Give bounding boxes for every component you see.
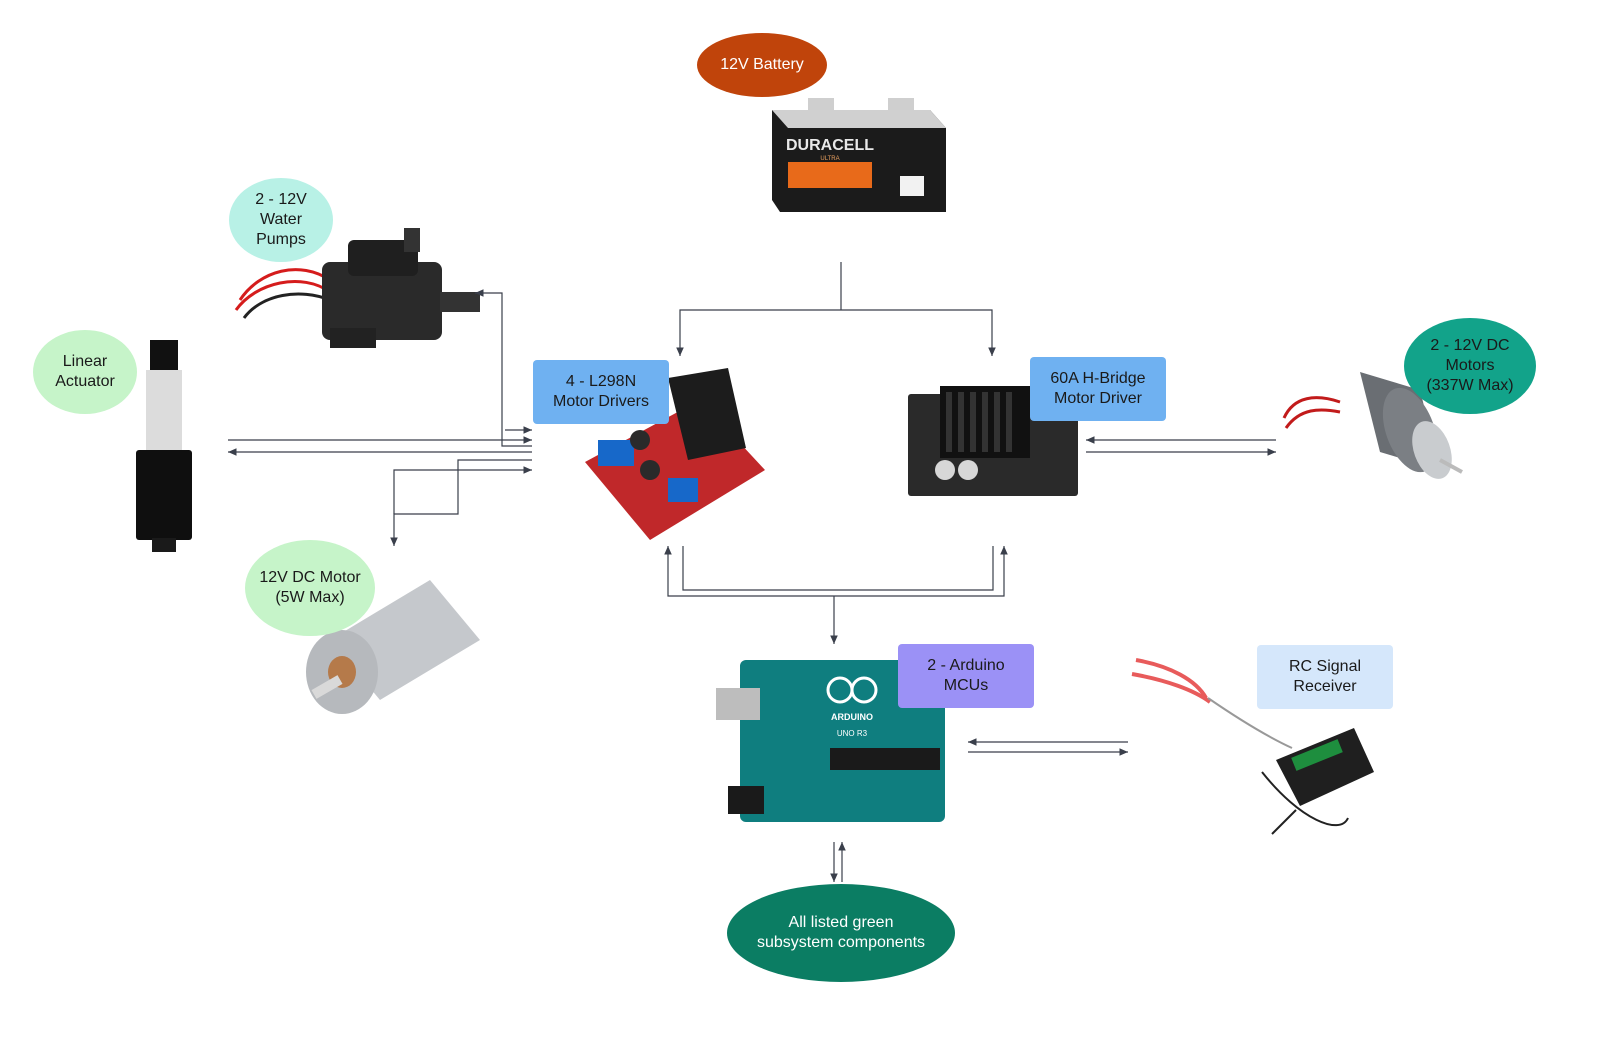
- water-pump-image: [234, 228, 480, 348]
- linear-actuator-label-text: Linear Actuator: [55, 353, 115, 390]
- edge-hbridge-feedback: [834, 546, 994, 591]
- large-dc-motor-image: [1282, 372, 1463, 479]
- edge-l298n-to-small-motor: [390, 459, 532, 546]
- arduino-board-image: ARDUINO UNO R3: [716, 660, 945, 822]
- edge-l298n-feedback: [682, 546, 834, 591]
- battery-image: DURACELL ULTRA: [772, 98, 946, 212]
- rc-receiver-image: [1131, 658, 1374, 835]
- edge-small-motor-to-l298n: [393, 466, 532, 514]
- green-subsystem-label-text: All listed green subsystem components: [756, 914, 926, 951]
- edge-arduino-to-hbridge: [834, 546, 1008, 597]
- edge-arduino-to-l298n: [664, 546, 834, 597]
- arduino-brand-text: ARDUINO: [831, 712, 873, 722]
- small-dc-motor-label-text: 12V DC Motor (5W Max): [259, 569, 361, 606]
- rc-receiver-label-text: RC Signal Receiver: [1288, 658, 1362, 695]
- large-dc-motors-label-text: 2 - 12V DC Motors (337W Max): [1426, 337, 1514, 394]
- arduino-label-text: 2 - Arduino MCUs: [927, 657, 1005, 694]
- edge-l298n-to-pumps: [475, 289, 532, 447]
- arduino-label: 2 - Arduino MCUs: [898, 644, 1034, 708]
- linear-actuator-image: [136, 340, 192, 552]
- green-subsystem-label: All listed green subsystem components: [727, 884, 955, 982]
- l298n-label-text: 4 - L298N Motor Drivers: [552, 373, 649, 410]
- l298n-board-image: [585, 368, 765, 540]
- connection-lines: [228, 262, 1276, 882]
- small-dc-motor-label: 12V DC Motor (5W Max): [245, 540, 375, 636]
- rc-receiver-label: RC Signal Receiver: [1257, 645, 1393, 709]
- water-pumps-label: 2 - 12V Water Pumps: [229, 178, 333, 262]
- small-dc-motor-image: [306, 580, 480, 714]
- battery-label: 12V Battery: [697, 33, 827, 97]
- battery-sub-text: ULTRA: [820, 156, 839, 162]
- edge-battery-to-hbridge: [841, 309, 996, 356]
- battery-brand-text: DURACELL: [786, 137, 874, 154]
- edge-battery-to-l298n: [676, 309, 841, 356]
- large-dc-motors-label: 2 - 12V DC Motors (337W Max): [1404, 318, 1536, 414]
- battery-label-text: 12V Battery: [720, 56, 804, 73]
- arduino-model-text: UNO R3: [837, 729, 868, 738]
- h-bridge-label-text: 60A H-Bridge Motor Driver: [1050, 370, 1146, 407]
- h-bridge-label: 60A H-Bridge Motor Driver: [1030, 357, 1166, 421]
- l298n-label: 4 - L298N Motor Drivers: [533, 360, 669, 424]
- water-pumps-label-text: 2 - 12V Water Pumps: [255, 191, 307, 248]
- linear-actuator-label: Linear Actuator: [33, 330, 137, 414]
